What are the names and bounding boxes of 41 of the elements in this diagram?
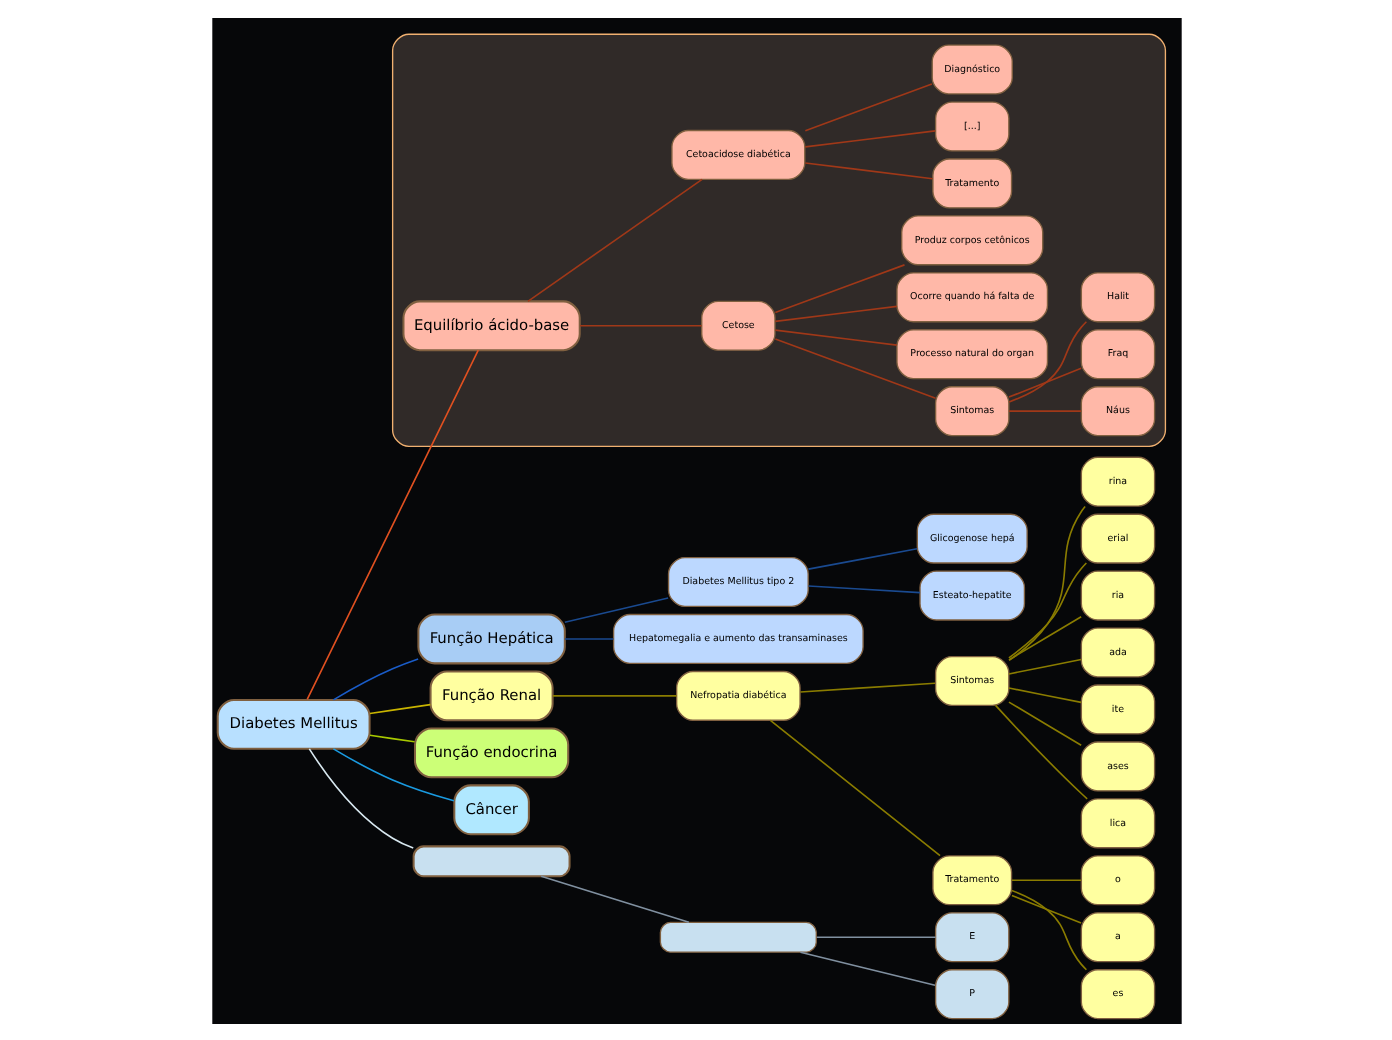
connector	[806, 584, 920, 593]
connector	[1007, 366, 1081, 397]
connector	[1010, 893, 1081, 923]
cluster	[390, 32, 1166, 447]
connector	[368, 733, 415, 742]
connector	[806, 546, 917, 569]
connector	[307, 747, 414, 848]
connector	[768, 718, 940, 856]
connector	[331, 657, 418, 700]
connector	[773, 337, 936, 398]
connector	[814, 935, 936, 938]
connector	[563, 596, 668, 622]
connector	[563, 637, 614, 639]
connector	[798, 950, 935, 986]
connector	[1007, 700, 1081, 746]
connector	[1007, 614, 1081, 660]
connector	[798, 681, 935, 692]
connector	[578, 323, 702, 326]
connector	[993, 703, 1087, 799]
connector	[1007, 561, 1087, 658]
node-box	[411, 844, 570, 877]
connector	[331, 747, 454, 801]
connector	[305, 348, 479, 700]
connector	[1007, 657, 1081, 674]
connector	[368, 702, 431, 714]
connector	[1009, 888, 1087, 970]
connector	[773, 263, 905, 313]
connector	[773, 328, 897, 345]
connector	[1010, 878, 1081, 881]
connector	[803, 82, 932, 131]
connector	[550, 694, 677, 696]
connector	[1007, 686, 1081, 703]
connector	[1007, 409, 1081, 411]
connector	[1007, 504, 1085, 661]
node-box	[658, 920, 816, 952]
connector	[803, 129, 936, 147]
connector	[526, 177, 702, 302]
connector	[1007, 319, 1087, 402]
connector	[539, 874, 689, 923]
connector	[773, 304, 897, 322]
connector	[803, 161, 933, 179]
